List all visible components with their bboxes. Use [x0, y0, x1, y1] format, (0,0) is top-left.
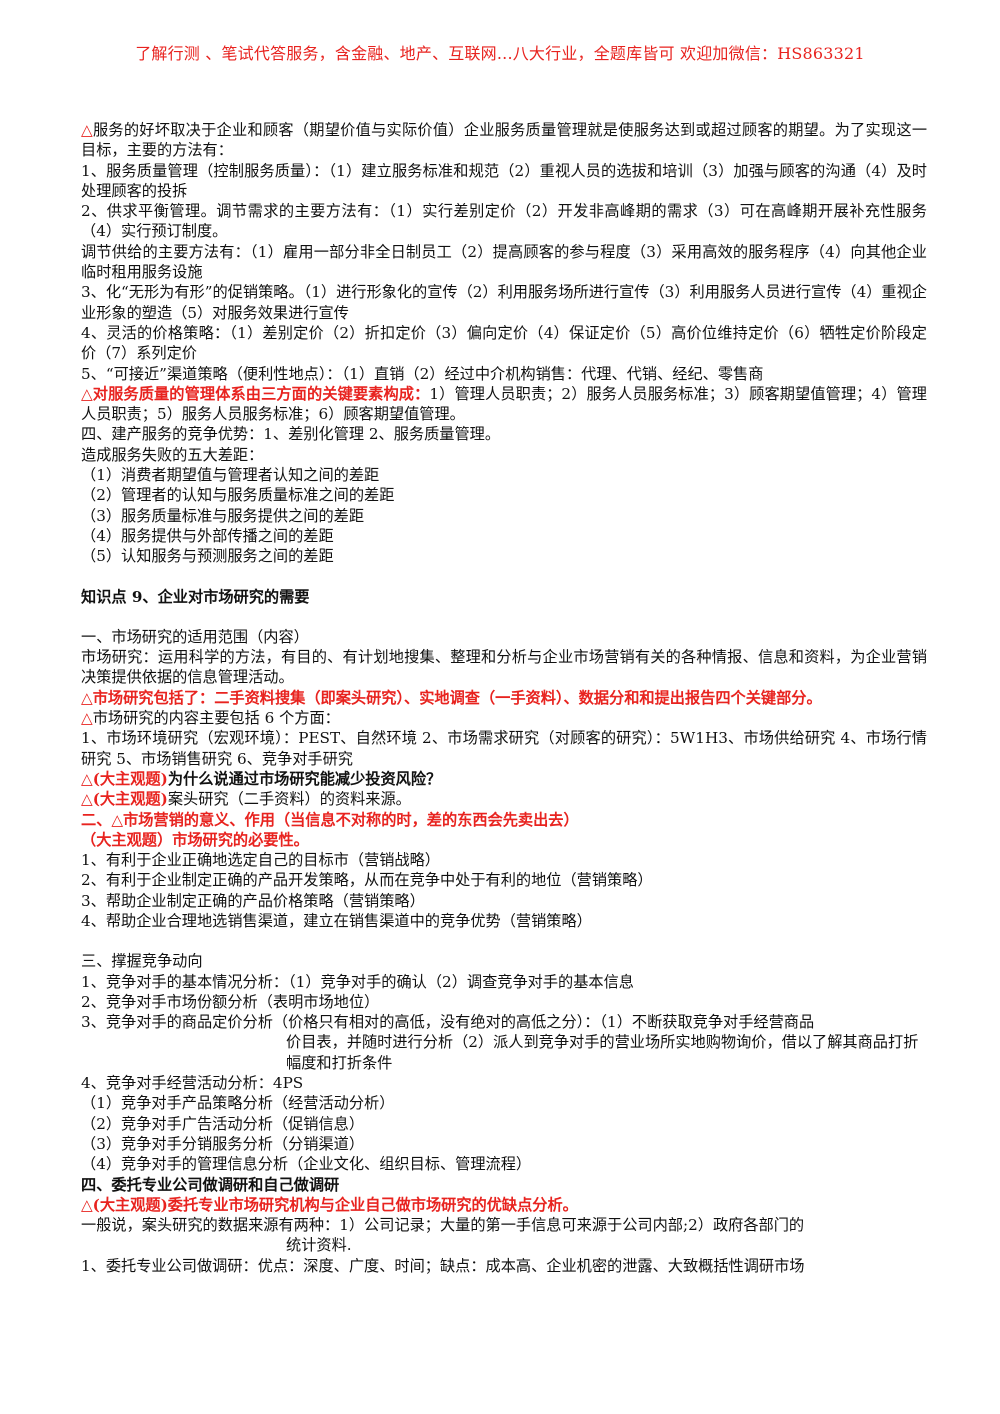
highlight-heading: △(大主观题)委托专业市场研究机构与企业自己做市场研究的优缺点分析。 [81, 1195, 578, 1214]
paragraph: 4、灵活的价格策略：（1）差别定价（2）折扣定价（3）偏向定价（4）保证定价（5… [81, 323, 927, 363]
list-item-continued: 价目表，并随时进行分析（2）派人到竞争对手的营业场所实地购物询价，借以了解其商品… [286, 1033, 919, 1072]
highlight-heading: （大主观题）市场研究的必要性。 [81, 830, 309, 849]
list-item: 4、帮助企业合理地选销售渠道，建立在销售渠道中的竞争优势（营销策略） [81, 911, 592, 930]
list-item: 1、有利于企业正确地选定自己的目标市（营销战略） [81, 851, 440, 870]
highlight-text: 市场研究包括了：二手资料搜集（即案头研究）、实地调查（一手资料）、数据分和和提出… [92, 688, 822, 707]
paragraph: 1、委托专业公司做调研：优点：深度、广度、时间；缺点：成本高、企业机密的泄露、大… [81, 1256, 805, 1275]
paragraph: △市场研究的内容主要包括 6 个方面： [81, 709, 340, 728]
highlight-text: 对服务质量的管理体系由三方面的关键要素构成： [92, 384, 430, 403]
paragraph-continued: 统计资料. [286, 1236, 352, 1255]
list-item: 4、竞争对手经营活动分析：4PS [81, 1074, 304, 1093]
tag-text: (大主观题) [92, 790, 168, 809]
paragraph: △(大主观题)为什么说通过市场研究能减少投资风险？ [81, 769, 442, 788]
list-item: 2、有利于企业制定正确的产品开发策略，从而在竞争中处于有利的地位（营销策略） [81, 871, 653, 890]
list-item: （2）管理者的认知与服务质量标准之间的差距 [81, 486, 395, 505]
subheading-bold: 四、委托专业公司做调研和自己做调研 [81, 1175, 340, 1194]
subheading: 一、市场研究的适用范围（内容） [81, 627, 309, 646]
paragraph: 四、建产服务的竞争优势：1、差别化管理 2、服务质量管理。 [81, 425, 501, 444]
document-body: △服务的好坏取决于企业和顾客（期望价值与实际价值）企业服务质量管理就是使服务达到… [81, 120, 927, 1276]
paragraph: 5、“可接近”渠道策略（便利性地点）：（1）直销（2）经过中介机构销售：代理、代… [81, 364, 764, 383]
paragraph: 一般说，案头研究的数据来源有两种：1）公司记录；大量的第一手信息可来源于公司内部… [81, 1216, 805, 1235]
list-item: （5）认知服务与预测服务之间的差距 [81, 547, 334, 566]
triangle-mark: △ [81, 790, 93, 809]
list-item: （4）服务提供与外部传播之间的差距 [81, 526, 334, 545]
paragraph: 1、服务质量管理（控制服务质量）：（1）建立服务标准和规范（2）重视人员的选拔和… [81, 161, 927, 200]
triangle-mark: △ [81, 769, 93, 788]
paragraph: △市场研究包括了：二手资料搜集（即案头研究）、实地调查（一手资料）、数据分和和提… [81, 688, 927, 708]
list-item: （2）竞争对手广告活动分析（促销信息） [81, 1114, 365, 1133]
list-item: 3、竞争对手的商品定价分析（价格只有相对的高低，没有绝对的高低之分）：（1）不断… [81, 1013, 815, 1032]
list-item: 1、竞争对手的基本情况分析：（1）竞争对手的确认（2）调查竞争对手的基本信息 [81, 972, 634, 991]
paragraph: △对服务质量的管理体系由三方面的关键要素构成：1）管理人员职责；2）服务人员服务… [81, 384, 927, 424]
triangle-mark: △ [81, 384, 93, 403]
triangle-mark: △ [81, 709, 93, 728]
paragraph: 3、化“无形为有形”的促销策略。（1）进行形象化的宣传（2）利用服务场所进行宣传… [81, 283, 927, 322]
list-item: 2、竞争对手市场份额分析（表明市场地位） [81, 992, 380, 1011]
subheading: 三、撑握竞争动向 [81, 952, 203, 971]
section-title: 知识点 9、企业对市场研究的需要 [81, 587, 310, 606]
list-item: （4）竞争对手的管理信息分析（企业文化、组织目标、管理流程） [81, 1155, 532, 1174]
list-item: 3、帮助企业制定正确的产品价格策略（营销策略） [81, 891, 425, 910]
list-item: （3）服务质量标准与服务提供之间的差距 [81, 506, 365, 525]
paragraph: 2、供求平衡管理。调节需求的主要方法有：（1）实行差别定价（2）开发非高峰期的需… [81, 202, 927, 241]
paragraph: △(大主观题)案头研究（二手资料）的资料来源。 [81, 790, 411, 809]
tag-text: (大主观题) [92, 769, 168, 788]
paragraph: 市场研究：运用科学的方法，有目的、有计划地搜集、整理和分析与企业市场营销有关的各… [81, 648, 927, 687]
list-item: （1）消费者期望值与管理者认知之间的差距 [81, 466, 380, 485]
page-header: 了解行测 、笔试代答服务，含金融、地产、互联网...八大行业，全题库皆可 欢迎加… [135, 44, 865, 63]
list-item: （1）竞争对手产品策略分析（经营活动分析） [81, 1094, 395, 1113]
highlight-heading: 二、△市场营销的意义、作用（当信息不对称的时，差的东西会先卖出去） [81, 810, 579, 829]
paragraph: 造成服务失败的五大差距： [81, 445, 264, 464]
list-item: （3）竞争对手分销服务分析（分销渠道） [81, 1134, 365, 1153]
paragraph: 1、市场环境研究（宏观环境）：PEST、自然环境 2、市场需求研究（对顾客的研究… [81, 729, 927, 768]
triangle-mark: △ [81, 121, 93, 139]
paragraph: 调节供给的主要方法有：（1）雇用一部分非全日制员工（2）提高顾客的参与程度（3）… [81, 242, 927, 282]
triangle-mark: △ [81, 688, 93, 707]
paragraph: △服务的好坏取决于企业和顾客（期望价值与实际价值）企业服务质量管理就是使服务达到… [81, 121, 928, 160]
